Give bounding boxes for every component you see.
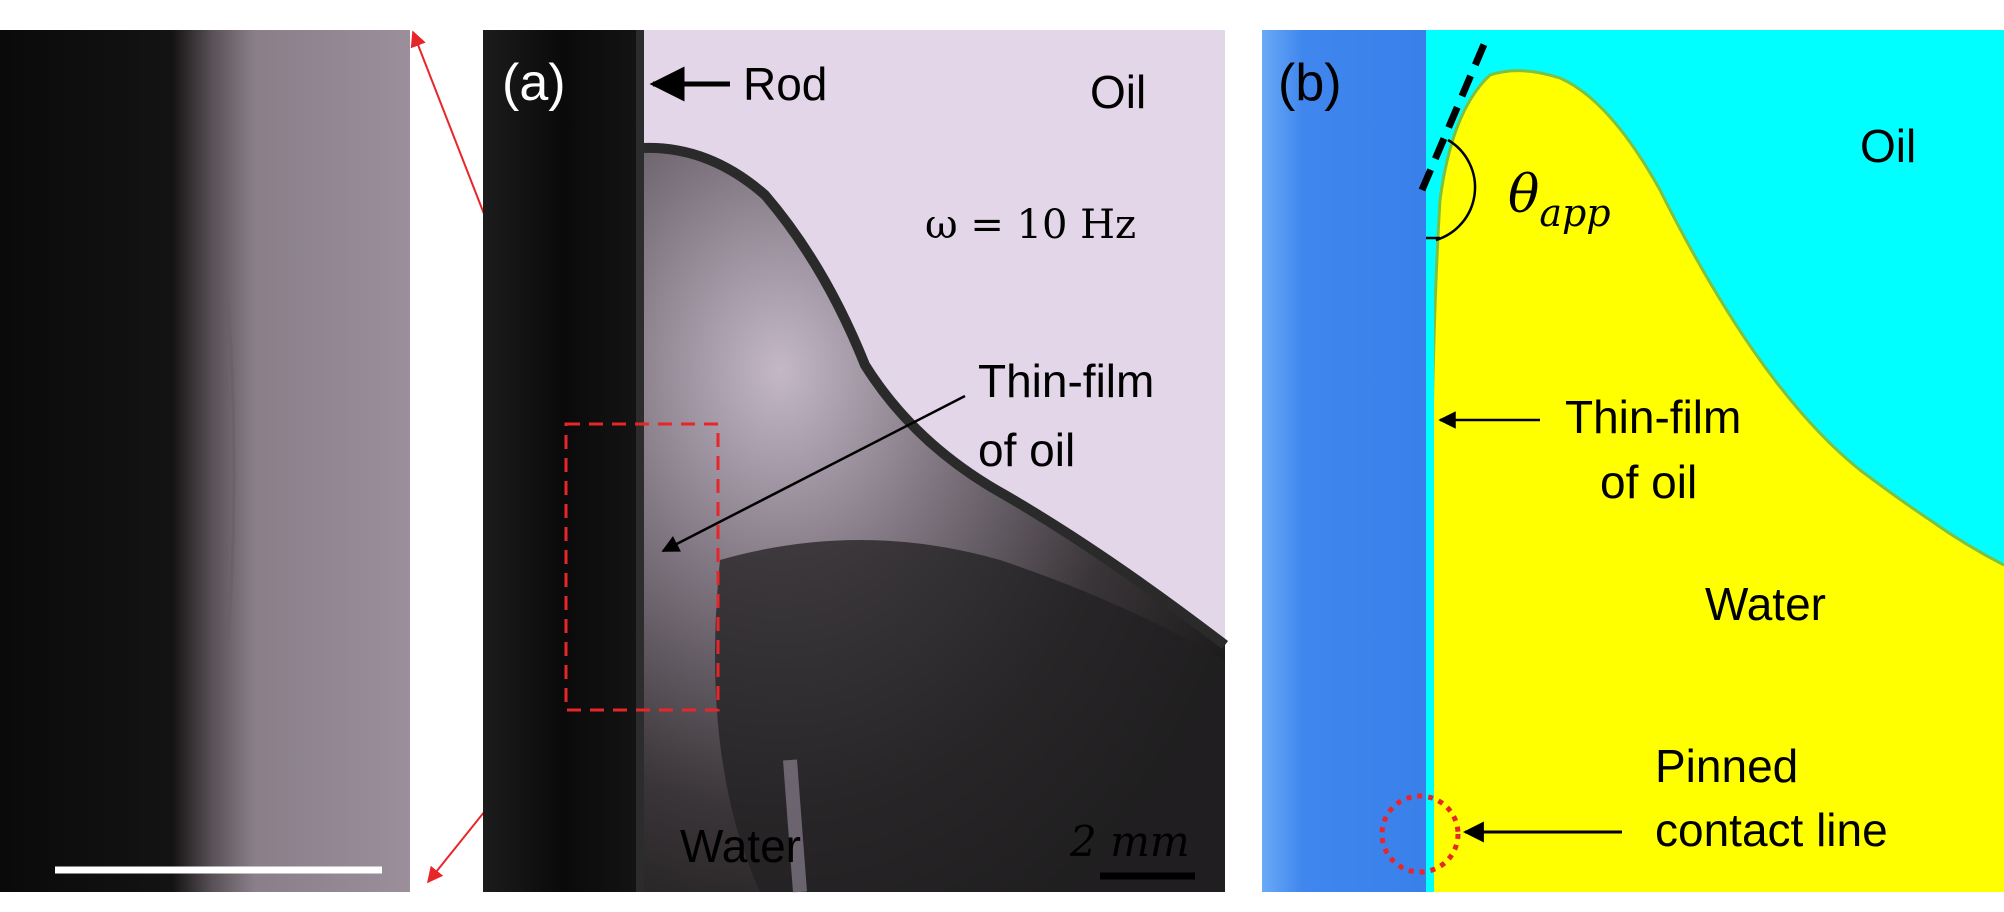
panel-a: (a) Rod Oil ω = 10 Hz Thin-film of oil W… [483,30,1229,893]
pinned-circle [1379,793,1461,875]
panel-a-meniscus-edge [621,142,1229,649]
panel-b-water-label: Water [1705,578,1826,630]
panel-a-thin-film-label-2: of oil [978,424,1075,476]
zoom-film-curve [226,299,236,641]
theta-symbol: θ [1508,165,1539,225]
panel-a-light-streak [783,759,807,893]
panel-a-label: (a) [502,54,566,112]
pinned-label-2: contact line [1655,804,1888,856]
panel-b: (b) Oil θapp Thin-film of oil Water Pinn… [1262,30,2004,893]
panel-b-label: (b) [1278,54,1342,112]
panel-a-rod [483,30,643,892]
omega-label: ω = 10 Hz [925,202,1136,248]
theta-label: θapp [1508,165,1611,235]
panel-a-rod-edge [636,30,644,892]
panel-a-water-label: Water [680,820,801,872]
zoom-image [0,30,410,892]
panel-b-thin-film-label-2: of oil [1600,456,1697,508]
panel-a-thin-film-arrow [661,394,966,553]
panel-b-film-edge [1430,69,2004,892]
inset-box [564,422,720,712]
panel-b-thin-film-label-1: Thin-film [1565,391,1741,443]
scale-bar-label: 2 mm [1069,817,1190,866]
rod-label: Rod [743,58,827,110]
panel-a-oil-label: Oil [1090,66,1146,118]
panel-a-thin-film-label-1: Thin-film [978,355,1154,407]
theta-subscript: app [1539,191,1610,235]
tangent-line [1418,33,1492,192]
panel-b-water-region [1432,70,2004,893]
panel-b-rod [1262,30,1426,892]
panel-a-meniscus-shadow [715,540,1225,892]
zoom-panel [0,30,410,892]
pinned-label-1: Pinned [1655,740,1798,792]
angle-arc [1435,138,1477,242]
panel-b-rod-film [1426,30,1434,892]
panel-b-oil-label: Oil [1860,120,1916,172]
